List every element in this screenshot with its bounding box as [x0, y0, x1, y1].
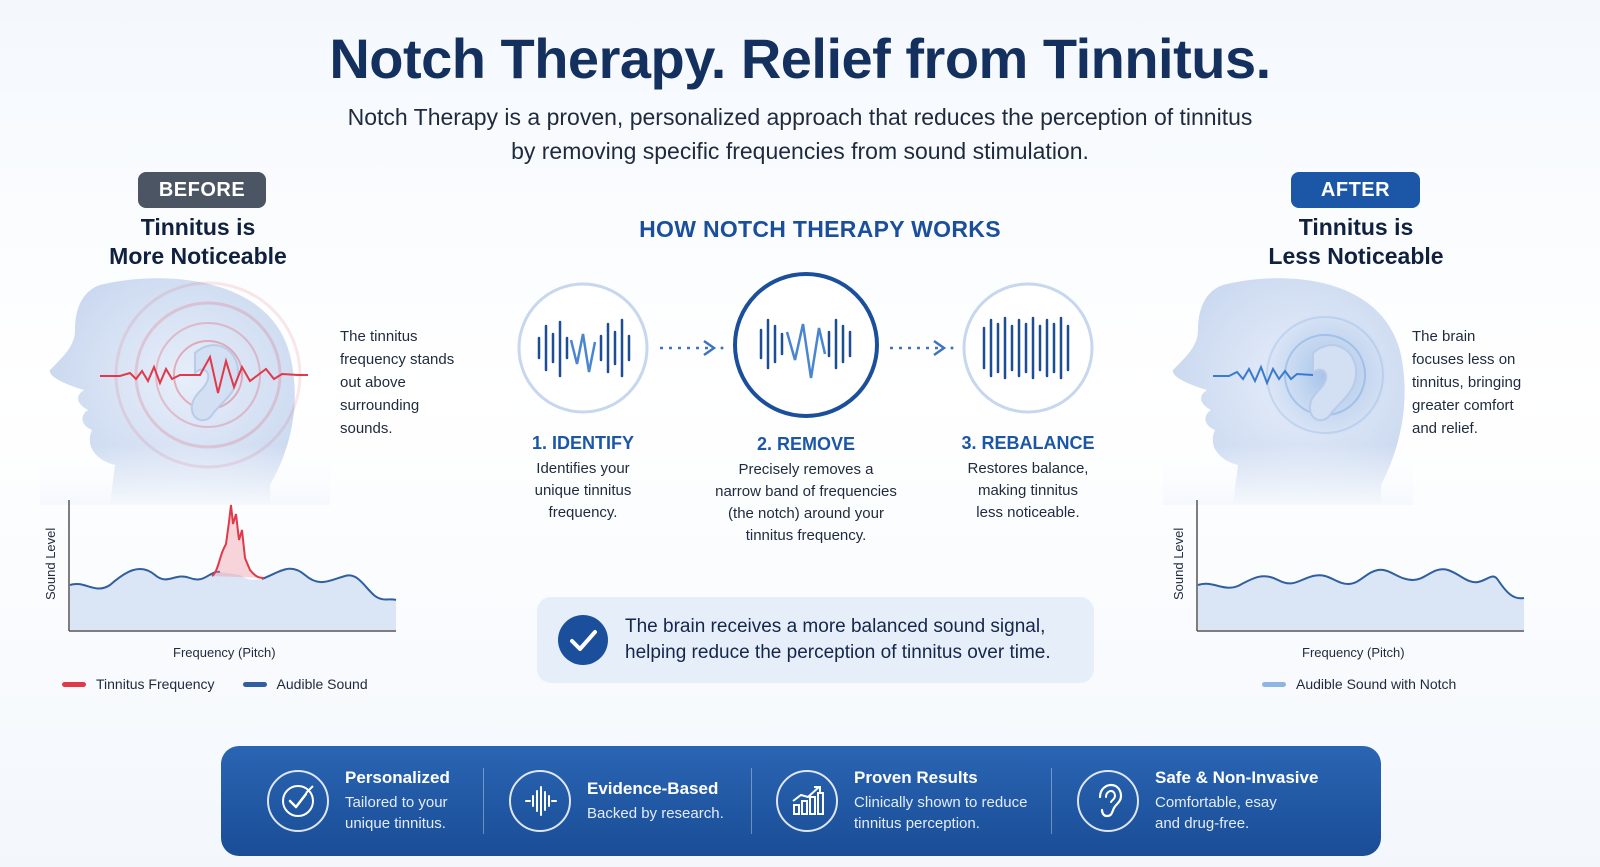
after-head-illustration	[1163, 278, 1413, 505]
step-arrow-1	[660, 339, 724, 357]
step-2-description: Precisely removes a narrow band of frequ…	[715, 461, 897, 544]
before-badge: BEFORE	[138, 172, 266, 208]
after-description: The brain focuses less on tinnitus, brin…	[1412, 328, 1522, 437]
before-spectrum-chart: Sound Level	[43, 500, 397, 632]
after-audible-area	[1198, 569, 1524, 630]
legend-swatch-blue	[242, 681, 267, 687]
before-description: The tinnitus frequency stands out above …	[340, 328, 455, 437]
step-3-description: Restores balance, making tinnitus less n…	[967, 460, 1089, 521]
checkmark-icon	[558, 615, 608, 665]
before-head-illustration	[40, 278, 330, 505]
step-remove-icon	[733, 272, 879, 418]
feature-bar: Personalized Tailored to your unique tin…	[221, 746, 1381, 856]
before-legend: Tinnitus Frequency Audible Sound	[62, 676, 368, 692]
page-title: Notch Therapy. Relief from Tinnitus.	[329, 27, 1271, 90]
legend-item-notch: Audible Sound with Notch	[1262, 676, 1456, 692]
page-subtitle: Notch Therapy is a proven, personalized …	[347, 104, 1253, 164]
step-arrow-2	[890, 339, 954, 357]
legend-item-tinnitus: Tinnitus Frequency	[62, 676, 215, 692]
step-rebalance-icon	[962, 282, 1094, 414]
ear-icon	[1077, 770, 1139, 832]
before-tinnitus-peak	[211, 504, 265, 579]
feature-divider	[1051, 768, 1052, 834]
feature-safe: Safe & Non-Invasive Comfortable, esay an…	[1077, 746, 1318, 856]
step-3-label: 3. REBALANCE	[961, 433, 1095, 453]
tinnitus-signal-wave	[100, 354, 308, 394]
feature-proven-results: Proven Results Clinically shown to reduc…	[776, 746, 1027, 856]
after-y-axis-label: Sound Level	[1171, 528, 1186, 600]
before-heading: Tinnitus is More Noticeable	[109, 214, 287, 269]
sound-wave-icon	[509, 770, 571, 832]
calm-signal-wave	[1213, 364, 1314, 386]
how-it-works-title: HOW NOTCH THERAPY WORKS	[639, 216, 1001, 242]
feature-divider	[751, 768, 752, 834]
calm-glow	[1263, 313, 1387, 437]
summary-text: The brain receives a more balanced sound…	[625, 616, 1051, 663]
after-audible-line	[1197, 568, 1525, 600]
step-2-label: 2. REMOVE	[756, 434, 856, 454]
before-audible-line	[69, 567, 397, 601]
before-y-axis-label: Sound Level	[43, 528, 58, 600]
after-legend: Audible Sound with Notch	[1262, 676, 1456, 692]
legend-swatch-red	[62, 681, 86, 687]
before-x-axis-label: Frequency (Pitch)	[173, 645, 276, 660]
after-spectrum-chart: Sound Level	[1171, 500, 1525, 632]
feature-personalized: Personalized Tailored to your unique tin…	[267, 746, 450, 856]
feature-divider	[483, 768, 484, 834]
legend-item-audible: Audible Sound	[242, 676, 368, 692]
feature-evidence-based: Evidence-Based Backed by research.	[509, 746, 724, 856]
step-1-label: 1. IDENTIFY	[531, 433, 634, 453]
after-x-axis-label: Frequency (Pitch)	[1302, 645, 1405, 660]
legend-swatch-lightblue	[1262, 681, 1286, 687]
summary-box: The brain receives a more balanced sound…	[537, 597, 1094, 683]
target-check-icon	[267, 770, 329, 832]
step-1-description: Identifies your unique tinnitus frequenc…	[534, 460, 632, 521]
bar-chart-icon	[776, 770, 838, 832]
after-heading: Tinnitus is Less Noticeable	[1268, 214, 1444, 269]
before-audible-area	[70, 568, 396, 630]
step-identify-icon	[517, 282, 649, 414]
after-badge: AFTER	[1291, 172, 1420, 208]
